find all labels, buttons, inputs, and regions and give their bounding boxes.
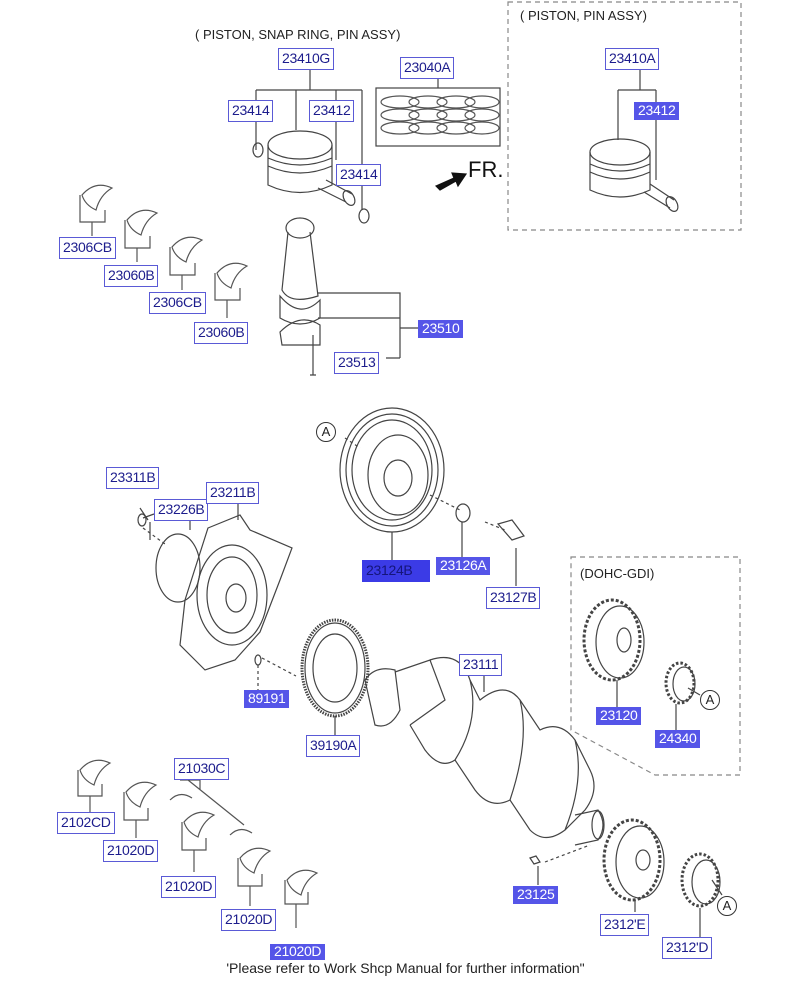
piston-rings-frame: [375, 87, 501, 147]
part-label-23513[interactable]: 23513: [334, 352, 380, 374]
part-label-23127b[interactable]: 23127B: [486, 587, 541, 609]
part-label-23412[interactable]: 23412: [309, 100, 355, 122]
part-label-23410a[interactable]: 23410A: [605, 48, 660, 70]
part-label-23414[interactable]: 23414: [228, 100, 274, 122]
piston-right-drawing: [589, 138, 679, 212]
part-label-23412[interactable]: 23412: [634, 102, 680, 120]
crankshaft-drawing: [364, 656, 605, 885]
part-label-23226b[interactable]: 23226B: [154, 499, 209, 521]
group-title-dohc-gdi: (DOHC-GDI): [580, 566, 655, 581]
part-label-23125[interactable]: 23125: [513, 886, 559, 904]
part-label-23410g[interactable]: 23410G: [278, 48, 335, 70]
footer-note: 'Please refer to Work Shcp Manual for fu…: [226, 960, 585, 976]
main-bearing-shells: [77, 759, 319, 928]
part-label-21020d[interactable]: 21020D: [221, 909, 277, 931]
part-label-23121d[interactable]: 2312'D: [662, 937, 713, 959]
part-label-23060b[interactable]: 23060B: [104, 265, 159, 287]
part-label-23060b[interactable]: 2306CB: [59, 237, 116, 259]
part-label-23414[interactable]: 23414: [336, 164, 382, 186]
part-label-21020d[interactable]: 21020D: [161, 876, 217, 898]
part-label-23121e[interactable]: 2312'E: [600, 914, 650, 936]
crank-sprocket-drawing: [602, 818, 723, 940]
piston-drawing: [252, 130, 370, 224]
part-label-21020d[interactable]: 2102CD: [57, 812, 115, 834]
front-direction-label: FR.: [468, 157, 504, 182]
reference-marker-a: A: [316, 422, 336, 442]
part-label-24340[interactable]: 24340: [655, 730, 701, 748]
dohc-sprocket-drawing: [582, 598, 701, 730]
part-label-21030c[interactable]: 21030C: [174, 758, 230, 780]
conrod-bearing-shells: [79, 184, 249, 318]
part-label-23111[interactable]: 23111: [459, 654, 503, 676]
part-label-23120[interactable]: 23120: [596, 707, 642, 725]
part-label-39190a[interactable]: 39190A: [306, 735, 361, 757]
reference-marker-a: A: [700, 690, 720, 710]
connecting-rod-drawing: [279, 217, 418, 376]
piston-pin-assy-box: [507, 1, 742, 231]
reluctor-ring-drawing: [300, 618, 370, 736]
dohc-gdi-box: [570, 556, 741, 776]
group-title-piston-pin-assy: ( PISTON, PIN ASSY): [520, 8, 647, 23]
part-label-23510[interactable]: 23510: [418, 320, 464, 338]
reference-marker-a: A: [717, 896, 737, 916]
part-label-21020d[interactable]: 21020D: [270, 944, 326, 960]
part-label-23040a[interactable]: 23040A: [400, 57, 455, 79]
part-label-23060b[interactable]: 2306CB: [149, 292, 206, 314]
part-label-21020d[interactable]: 21020D: [103, 840, 159, 862]
group-title-piston-snap-ring-pin-assy: ( PISTON, SNAP RING, PIN ASSY): [195, 27, 401, 42]
part-label-23124b-selected[interactable]: 23124B: [362, 560, 430, 582]
damper-pulley-drawing: [339, 407, 525, 586]
part-label-23311b[interactable]: 23311B: [106, 467, 160, 489]
part-label-89191[interactable]: 89191: [244, 690, 290, 708]
part-label-23211b[interactable]: 23211B: [206, 482, 260, 504]
part-label-23060b[interactable]: 23060B: [194, 322, 249, 344]
part-label-23126a[interactable]: 23126A: [436, 557, 491, 575]
flexplate-drawing: [137, 500, 297, 690]
